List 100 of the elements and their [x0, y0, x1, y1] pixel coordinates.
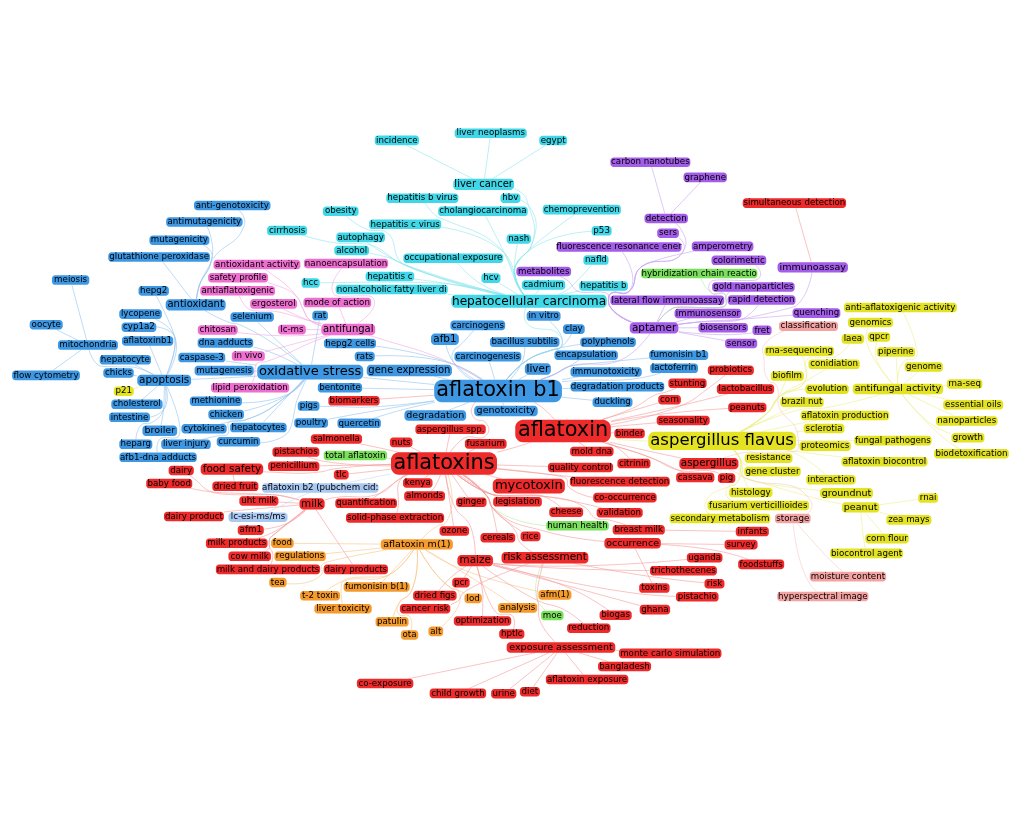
connector — [450, 401, 490, 452]
connector — [497, 467, 594, 498]
connector — [464, 474, 498, 533]
connector — [133, 374, 138, 376]
node-box-text: dairy — [168, 465, 194, 475]
node-box-text: hepg2 — [138, 285, 169, 296]
connector — [344, 473, 392, 483]
node-box: mitochondria — [57, 339, 118, 350]
connector — [376, 345, 483, 380]
connector — [462, 474, 533, 552]
connector — [241, 378, 306, 403]
connector — [232, 474, 235, 482]
connector — [263, 508, 307, 529]
node-box-text: egypt — [539, 135, 568, 145]
node-box: immunotoxicity — [570, 366, 642, 377]
node-box: obesity — [322, 206, 359, 216]
connector — [533, 651, 558, 687]
connector — [675, 317, 691, 322]
connector — [372, 401, 436, 419]
node-box: hepatitis c — [365, 271, 415, 281]
connector — [704, 449, 741, 514]
connector — [267, 281, 322, 326]
node-box: penicillium — [268, 461, 320, 471]
connector — [278, 501, 300, 503]
node-box: lactoferrin — [650, 363, 698, 373]
connector — [610, 431, 615, 433]
node-box-text: qpcr — [867, 331, 891, 342]
node-box-text: gold nanoparticles — [712, 281, 795, 292]
node-box: genotoxicity — [474, 405, 538, 416]
connector — [372, 473, 408, 499]
node-box: sers — [657, 227, 679, 238]
node-box: piperine — [876, 346, 916, 357]
connector — [362, 387, 435, 390]
connector — [134, 363, 154, 375]
node-box: afb1 — [431, 333, 459, 345]
node-box: aptamer — [629, 321, 679, 333]
connector — [678, 271, 813, 325]
connector — [573, 562, 705, 583]
node-box: oxidative stress — [257, 364, 364, 379]
connector — [560, 290, 581, 295]
connector — [496, 441, 532, 453]
connector — [257, 321, 303, 365]
node-box: cholesterol — [111, 399, 163, 409]
connector — [534, 289, 540, 295]
connector — [492, 564, 640, 606]
node-box: lactobacillus — [716, 383, 775, 394]
node-box: pcr — [452, 577, 470, 587]
node-box: resistance — [744, 452, 793, 463]
node-box-text: milk and dairy products — [215, 564, 321, 574]
connector — [419, 549, 465, 594]
node-box: evolution — [805, 383, 849, 394]
node-box-text: hepatitis c virus — [369, 219, 442, 229]
connector — [468, 651, 550, 689]
connector — [262, 379, 304, 423]
connector — [315, 508, 353, 565]
connector — [510, 346, 526, 380]
node-box-text: groundnut — [820, 487, 873, 498]
node-box: monte carlo simulation — [618, 648, 722, 658]
connector — [348, 468, 392, 474]
node-box: human health — [546, 520, 609, 531]
connector — [513, 187, 535, 295]
node-box: moisture content — [809, 571, 887, 581]
node-box-text: occupational exposure — [403, 252, 504, 263]
node-box-text: pistachio — [676, 591, 719, 602]
node-box: seasonality — [656, 415, 710, 425]
connector — [188, 474, 300, 500]
node-box: alt — [428, 626, 444, 636]
node-box: hepg2 cells — [323, 338, 377, 348]
connector — [795, 439, 855, 441]
node-box: hptlc — [499, 628, 525, 639]
node-box: chicks — [103, 367, 134, 378]
node-box: co-occurrence — [593, 492, 657, 502]
node-box-text: amperometry — [691, 241, 754, 251]
connector — [379, 394, 435, 399]
node-box-text: dried figs — [413, 590, 457, 600]
node-box-text: patulin — [375, 616, 409, 627]
connector — [160, 385, 165, 426]
node-box-text: aspergillus spp. — [415, 424, 486, 434]
node-box: t-2 toxin — [300, 590, 341, 600]
connector — [71, 284, 87, 340]
connector — [293, 542, 381, 544]
connector — [678, 304, 759, 325]
node-box: ergosterol — [250, 298, 298, 309]
node-box: laea — [841, 333, 865, 344]
node-box: rice — [520, 531, 541, 541]
node-box: liver cancer — [453, 178, 515, 190]
connector — [607, 441, 630, 459]
connector — [509, 652, 555, 689]
node-box: occurrence — [604, 537, 661, 548]
connector — [879, 511, 891, 515]
node-box: biodetoxification — [934, 448, 1009, 458]
connector — [518, 373, 528, 380]
connector — [496, 468, 574, 477]
node-box: cancer risk — [399, 603, 451, 613]
node-box: in vivo — [231, 350, 265, 361]
connector — [536, 562, 556, 642]
node-box: nafld — [583, 254, 609, 265]
node-box-text: rna-sequencing — [764, 345, 835, 356]
node-box-text: fumonisin b(1) — [343, 581, 410, 592]
node-box-text: baby food — [146, 478, 193, 488]
